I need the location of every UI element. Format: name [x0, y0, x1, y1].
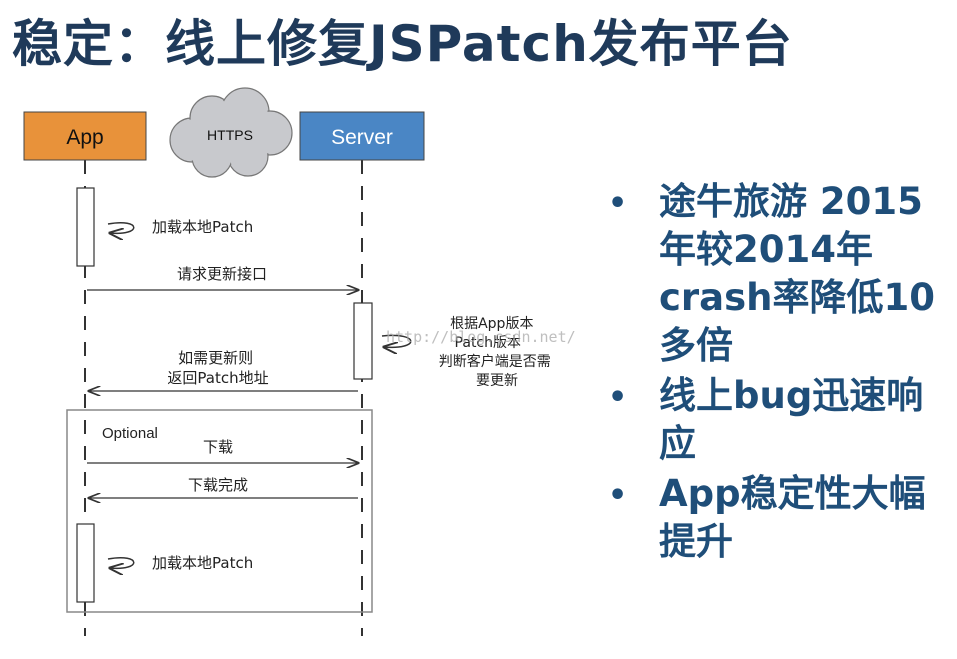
bullet-item: • 线上bug迅速响应: [605, 372, 950, 468]
self-call-arrow-2: [107, 557, 135, 569]
app-activation-1: [76, 187, 95, 267]
bullet-list: • 途牛旅游 2015年较2014年crash率降低10多倍 • 线上bug迅速…: [605, 178, 950, 568]
server-check-line-3: 判断客户端是否需: [439, 353, 551, 370]
server-check-note: 根据App版本 Patch版本 判断客户端是否需 要更新: [439, 316, 555, 389]
https-label: HTTPS: [207, 127, 253, 143]
server-participant-label: Server: [331, 126, 393, 149]
bullet-dot: •: [608, 478, 628, 513]
bullet-item: • App稳定性大幅提升: [605, 470, 950, 566]
bullet-dot: •: [608, 186, 628, 221]
server-participant: Server: [299, 111, 425, 161]
self-call-arrow-1: [107, 222, 135, 234]
bullet-text: 线上bug迅速响应: [659, 374, 924, 465]
download-label: 下载: [203, 438, 233, 456]
bullet-text: 途牛旅游 2015年较2014年crash率降低10多倍: [659, 180, 936, 367]
slide-title: 稳定：线上修复JSPatch发布平台: [12, 15, 793, 73]
bullet-text: App稳定性大幅提升: [659, 472, 926, 563]
app-participant-label: App: [66, 126, 103, 149]
https-cloud-icon: HTTPS: [169, 87, 293, 178]
app-activation-2: [76, 523, 95, 603]
bullet-item: • 途牛旅游 2015年较2014年crash率降低10多倍: [605, 178, 950, 370]
server-activation: [353, 302, 373, 380]
server-check-line-1: 根据App版本: [450, 316, 533, 332]
self-call-arrow-server: [381, 334, 412, 347]
app-participant: App: [23, 111, 147, 161]
return-address-line-2: 返回Patch地址: [167, 369, 268, 387]
load-local-patch-2-label: 加载本地Patch: [152, 554, 253, 572]
load-local-patch-1-label: 加载本地Patch: [152, 218, 253, 236]
return-address-note: 如需更新则 返回Patch地址: [167, 349, 268, 387]
server-check-line-2: Patch版本: [455, 335, 521, 351]
optional-frame: [66, 409, 373, 613]
bullet-dot: •: [608, 380, 628, 415]
server-check-line-4: 要更新: [476, 373, 518, 389]
return-address-line-1: 如需更新则: [178, 349, 253, 367]
sequence-diagram: App HTTPS Server 加载本地Patch 请求更新接口: [23, 87, 576, 636]
optional-label: Optional: [102, 425, 158, 442]
download-complete-label: 下载完成: [188, 476, 248, 494]
request-update-label: 请求更新接口: [177, 265, 267, 283]
watermark: http://blog.csdn.net/: [386, 328, 576, 346]
